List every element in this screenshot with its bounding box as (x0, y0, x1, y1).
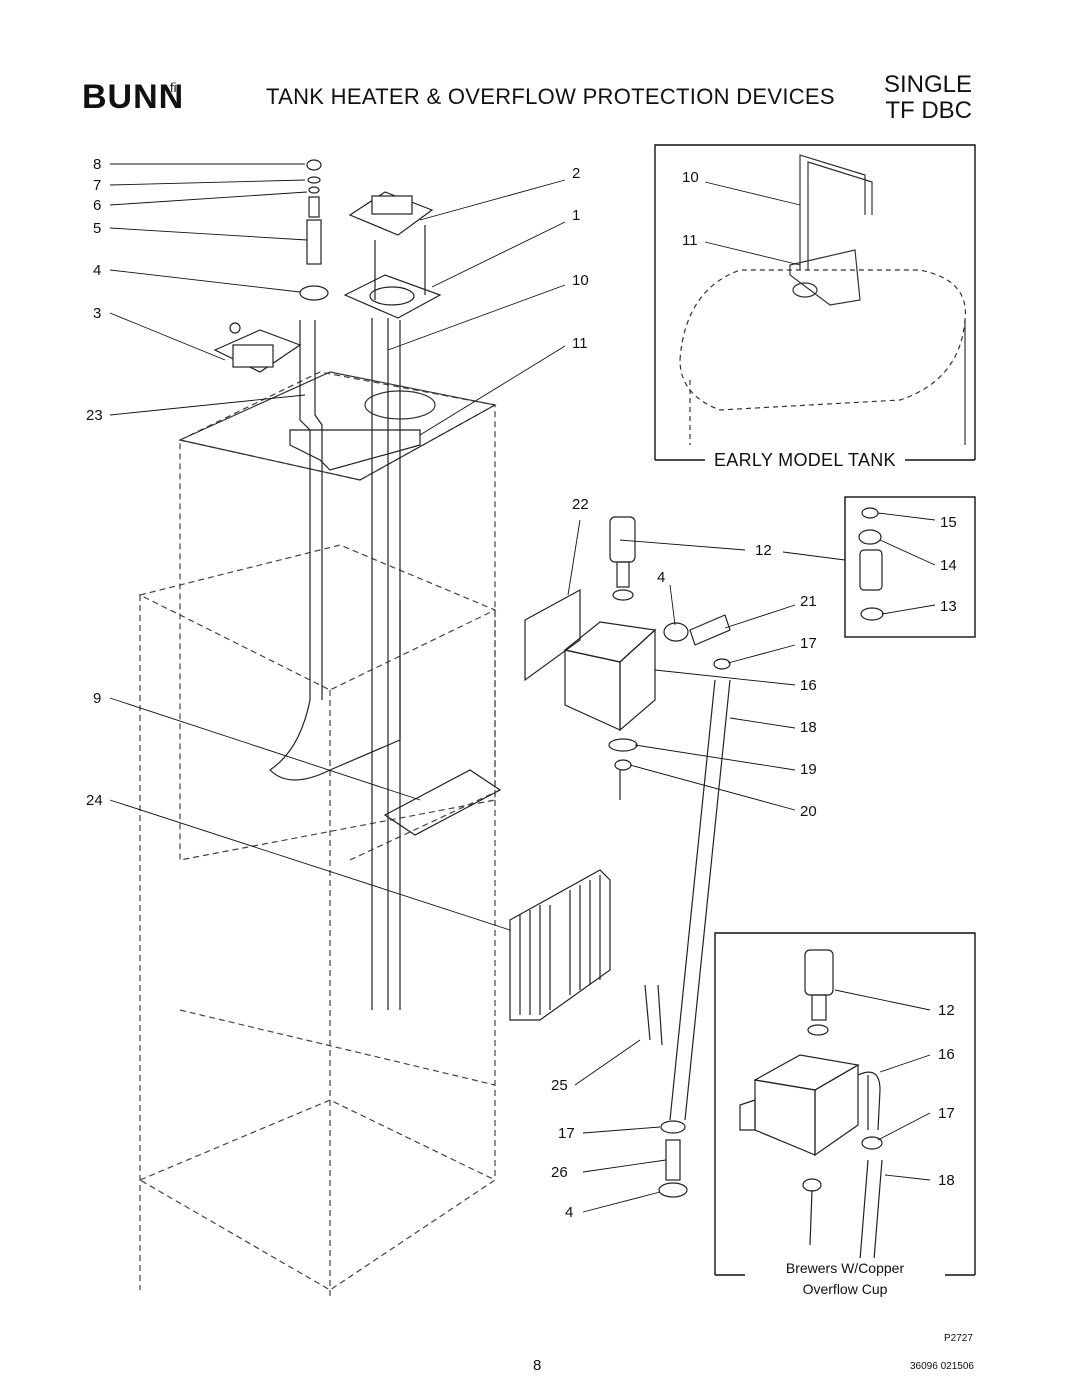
heat-sink (509, 869, 611, 1021)
cabinet-outline (138, 371, 501, 1300)
copper-cup-drawing (739, 949, 883, 1261)
tank-top (178, 371, 497, 481)
drain-tube (669, 679, 731, 1121)
heater-plate (383, 769, 502, 836)
copper-inset (714, 932, 976, 1276)
brand-logo: BUNN (82, 78, 185, 116)
callout-12: 12 (755, 542, 772, 559)
leader-lines (109, 163, 936, 1213)
callout-4c: 4 (565, 1204, 574, 1221)
callout-17: 17 (800, 635, 817, 652)
callout-18: 18 (800, 719, 817, 736)
gasket-22 (524, 588, 581, 682)
copper-callout-12: 12 (938, 1002, 955, 1019)
callout-1: 1 (572, 207, 581, 224)
heater-element (269, 320, 401, 781)
model-label: SINGLE TF DBC (884, 72, 972, 124)
callout-9: 9 (93, 690, 102, 707)
fastener-stack (299, 159, 329, 301)
callout-22: 22 (572, 496, 589, 513)
callout-8: 8 (93, 156, 102, 173)
callout-20: 20 (800, 803, 817, 820)
early-model-inset (654, 144, 976, 461)
probe-tube (371, 318, 401, 1010)
brand-mark: fi (170, 80, 177, 95)
copper-caption-line-2: Overflow Cup (802, 1281, 888, 1297)
callout-13: 13 (940, 598, 957, 615)
overflow-cup (524, 516, 731, 800)
callout-19: 19 (800, 761, 817, 778)
early-model-title: EARLY MODEL TANK (706, 450, 904, 471)
callout-4b: 4 (657, 569, 666, 586)
copper-caption-line-1: Brewers W/Copper (785, 1260, 905, 1276)
early-callout-10: 10 (682, 169, 699, 186)
model-line-1: SINGLE (883, 71, 972, 98)
doc-code: 36096 021506 (910, 1361, 974, 1372)
copper-callout-16: 16 (938, 1046, 955, 1063)
thermostat-part (343, 191, 442, 319)
early-callout-11: 11 (682, 232, 698, 249)
callout-26: 26 (551, 1164, 568, 1181)
model-line-2: TF DBC (885, 97, 972, 124)
callout-24: 24 (86, 792, 103, 809)
callout-7: 7 (93, 177, 102, 194)
callout-6: 6 (93, 197, 102, 214)
early-tank-drawing (679, 154, 967, 445)
callout-10: 10 (572, 272, 589, 289)
copper-caption: Brewers W/Copper Overflow Cup (745, 1258, 945, 1300)
callout-2: 2 (572, 165, 581, 182)
drawing-number: P2727 (944, 1333, 973, 1344)
page-title: TANK HEATER & OVERFLOW PROTECTION DEVICE… (266, 84, 835, 109)
copper-callout-18: 18 (938, 1172, 955, 1189)
callout-17b: 17 (558, 1125, 575, 1142)
callout-23: 23 (86, 407, 103, 424)
callout-11: 11 (572, 335, 588, 352)
small-parts-inset (844, 496, 976, 638)
mounting-bracket (289, 429, 421, 471)
copper-callout-17: 17 (938, 1105, 955, 1122)
page-number: 8 (533, 1357, 542, 1374)
callout-14: 14 (940, 557, 957, 574)
callout-25: 25 (551, 1077, 568, 1094)
callout-4: 4 (93, 262, 102, 279)
callout-15: 15 (940, 514, 957, 531)
callout-21: 21 (800, 593, 817, 610)
limit-switch (213, 322, 302, 373)
callout-5: 5 (93, 220, 102, 237)
callout-16: 16 (800, 677, 817, 694)
callout-3: 3 (93, 305, 102, 322)
